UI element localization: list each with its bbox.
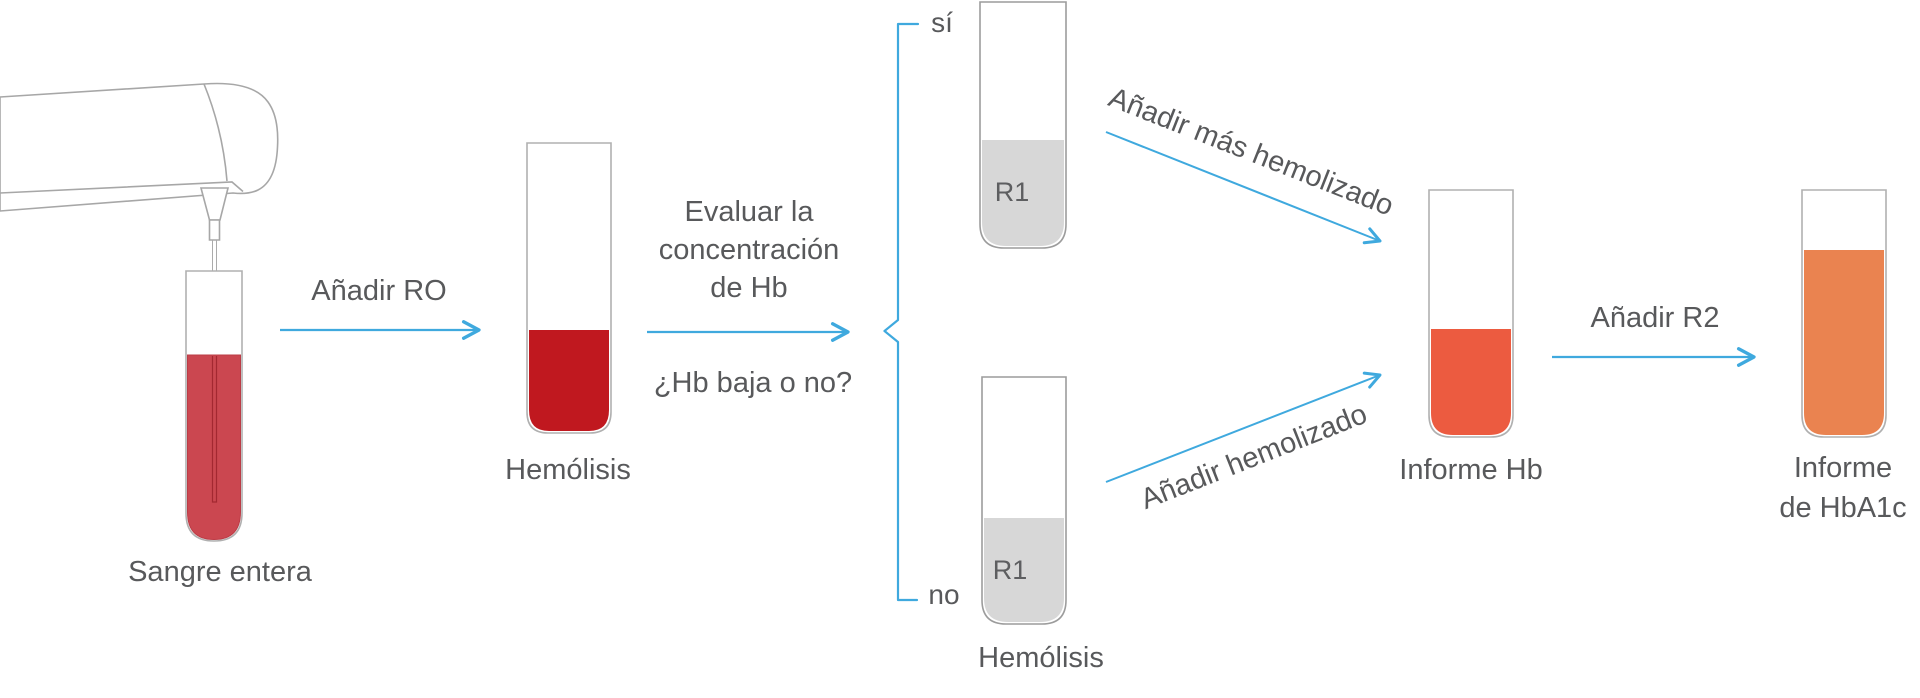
tube-informe-hba1c	[1801, 189, 1887, 438]
branch-yes-label: sí	[931, 7, 953, 38]
tube-informe-hb-liquid	[1431, 329, 1511, 435]
dispenser-corner-edge	[203, 83, 228, 182]
r1-top-label: R1	[994, 177, 1030, 207]
dispenser-bottom-edge	[0, 181, 244, 194]
needle-in-liquid	[211, 356, 218, 503]
tube-whole-blood	[185, 270, 243, 542]
hemolysis2-label: Hemólisis	[978, 642, 1104, 674]
tube-r1-bottom-liquid	[984, 518, 1064, 622]
evaluate-hb-line1: Evaluar la	[684, 196, 814, 228]
dispenser-body	[0, 82, 279, 212]
tube-informe-hba1c-liquid	[1804, 250, 1884, 435]
informe-hba1c-line1: Informe	[1793, 452, 1893, 484]
evaluate-hb-line2: concentración	[658, 234, 840, 266]
tube-r1-top	[979, 1, 1067, 249]
add-r2-label: Añadir R2	[1590, 302, 1720, 334]
tube-informe-hb	[1428, 189, 1514, 438]
add-r0-label: Añadir RO	[311, 275, 447, 307]
tube-whole-blood-liquid	[187, 354, 241, 541]
informe-hba1c-label: Informe de HbA1c	[1779, 448, 1906, 528]
tube-hemolysis-liquid	[529, 330, 609, 431]
informe-hba1c-line2: de HbA1c	[1779, 492, 1907, 524]
dispenser-nozzle	[199, 187, 230, 221]
arrow-add-hemolysate	[1105, 371, 1382, 483]
whole-blood-label: Sangre entera	[128, 556, 312, 588]
r1-bottom-label: R1	[992, 555, 1028, 585]
tube-r1-top-liquid	[982, 140, 1064, 246]
branch-brace	[883, 22, 920, 602]
tube-r1-bottom	[981, 376, 1067, 625]
dispenser-nozzle-tip	[208, 219, 221, 241]
informe-hb-label: Informe Hb	[1399, 454, 1543, 486]
tube-hemolysis	[526, 142, 612, 434]
evaluate-hb-line3: de Hb	[710, 272, 788, 304]
evaluate-hb-label: Evaluar la concentración de Hb	[659, 193, 840, 307]
hemolysis1-label: Hemólisis	[505, 454, 631, 486]
branch-no-label: no	[928, 579, 960, 610]
hb-question-label: ¿Hb baja o no?	[653, 367, 853, 399]
arrow-add-more-hemolysate	[1105, 131, 1382, 245]
